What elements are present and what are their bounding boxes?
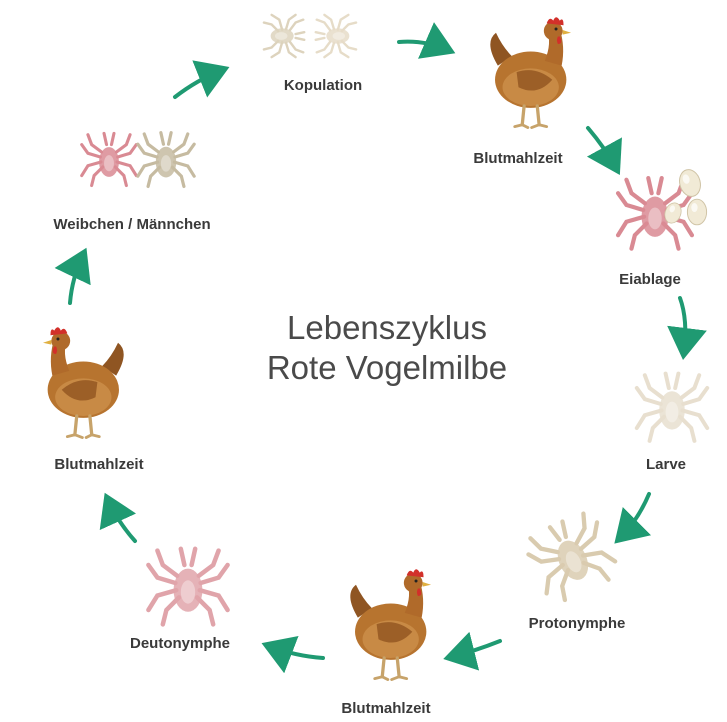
pale-mite-icon	[314, 13, 358, 59]
egg-icon	[686, 198, 708, 226]
label-deutonymphe: Deutonymphe	[129, 635, 231, 652]
cycle-arrow-icon	[443, 631, 502, 671]
hen-icon	[348, 567, 433, 682]
pale-mite-icon	[637, 374, 707, 441]
title-line-2: Rote Vogelmilbe	[266, 349, 508, 386]
cycle-arrow-icon	[261, 635, 325, 674]
label-blutmahlzeit-3: Blutmahlzeit	[54, 456, 144, 473]
label-weibchen-maennchen: Weibchen / Männchen	[53, 216, 211, 233]
weibchen-maennchen-mites	[82, 133, 194, 187]
cycle-arrow-icon	[173, 60, 230, 99]
cycle-arrow-icon	[667, 296, 707, 360]
hen-icon	[488, 15, 573, 130]
label-kopulation: Kopulation	[283, 77, 363, 94]
red-mite-icon	[82, 133, 137, 185]
eiablage-graphic	[618, 166, 708, 248]
cycle-arrow-icon	[397, 22, 456, 59]
label-blutmahlzeit-2: Blutmahlzeit	[341, 700, 431, 717]
beige-mite-icon	[522, 508, 621, 605]
beige-mite-icon	[262, 13, 306, 59]
label-protonymphe: Protonymphe	[528, 615, 626, 632]
label-blutmahlzeit-1: Blutmahlzeit	[473, 150, 563, 167]
egg-icon	[676, 166, 704, 200]
cycle-arrow-icon	[614, 492, 652, 544]
cycle-arrow-icon	[586, 126, 622, 176]
diagram-title: Lebenszyklus Rote Vogelmilbe	[267, 308, 507, 388]
cycle-arrow-icon	[54, 247, 91, 305]
label-larve: Larve	[645, 456, 687, 473]
cycle-arrow-icon	[99, 492, 137, 543]
hen-icon	[41, 325, 126, 440]
cycle-arrows	[54, 22, 707, 674]
kopulation-mites	[262, 13, 358, 59]
red-mite-icon	[148, 549, 227, 625]
label-eiablage: Eiablage	[619, 271, 681, 288]
title-line-1: Lebenszyklus	[287, 309, 487, 346]
beige-mite-icon	[138, 133, 194, 187]
